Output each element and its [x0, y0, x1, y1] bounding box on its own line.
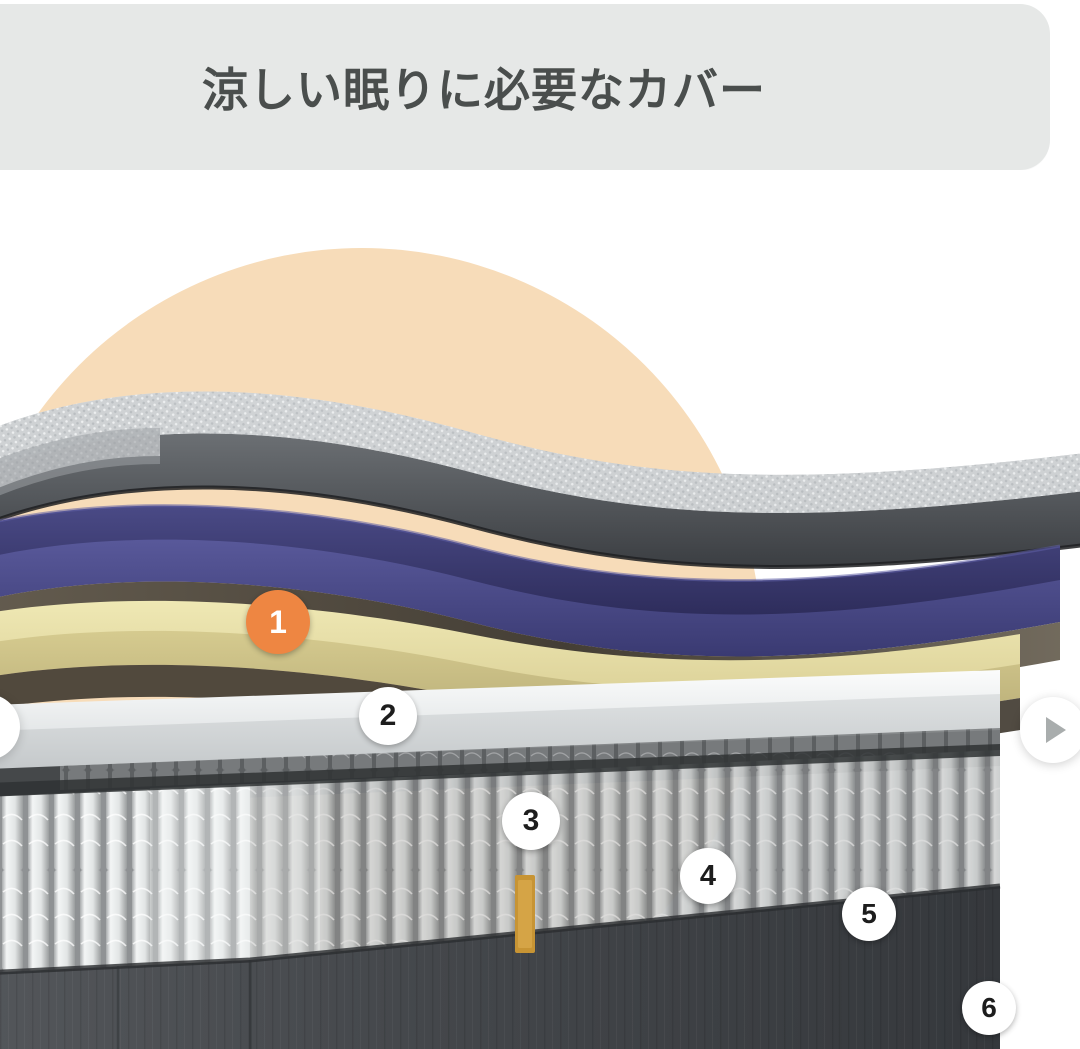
hotspot-badge-2[interactable]: 2	[359, 687, 417, 745]
carousel-prev-button[interactable]	[0, 694, 20, 760]
triangle-right-icon	[1045, 717, 1066, 743]
header-panel: 涼しい眠りに必要なカバー	[0, 4, 1050, 170]
hotspot-badge-5[interactable]: 5	[842, 887, 896, 941]
hotspot-badge-2-label: 2	[379, 699, 397, 732]
hotspot-badge-5-label: 5	[861, 898, 877, 929]
hotspot-badge-1[interactable]: 1	[246, 590, 310, 654]
mattress-cutaway-art	[0, 391, 1080, 1049]
hotspot-badge-6[interactable]: 6	[962, 981, 1016, 1035]
mattress-illustration: 1 2 3 4 5 6	[0, 170, 1080, 1049]
hotspot-badge-3[interactable]: 3	[502, 792, 560, 850]
carousel-next-button[interactable]	[1020, 697, 1080, 763]
hotspot-badge-6-label: 6	[981, 992, 997, 1023]
hotspot-badge-4-label: 4	[699, 859, 717, 892]
hotspot-badge-3-label: 3	[522, 804, 540, 837]
page-title: 涼しい眠りに必要なカバー	[202, 64, 766, 116]
brand-tag-icon	[515, 875, 535, 953]
hotspot-badge-4[interactable]: 4	[680, 848, 736, 904]
hotspot-badge-1-label: 1	[269, 603, 287, 640]
